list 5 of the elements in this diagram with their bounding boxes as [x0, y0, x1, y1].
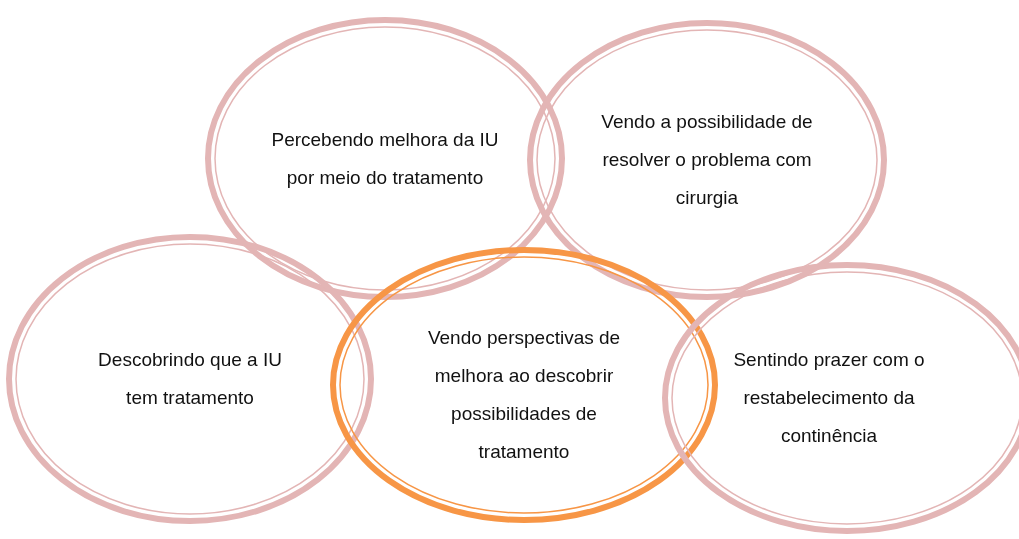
node-text: Descobrindo que a IU tem tratamento [97, 348, 283, 410]
node-text: Percebendo melhora da IU por meio do tratamento [270, 127, 500, 190]
node-text: Vendo a possibilidade de resolver o problema com cirurgia [600, 110, 814, 210]
node-text: Sentindo prazer com o restabelecimento da continência [732, 348, 926, 448]
node-text: Vendo perspectivas de melhora ao descobrir possibilidades de tratamento [426, 326, 622, 464]
